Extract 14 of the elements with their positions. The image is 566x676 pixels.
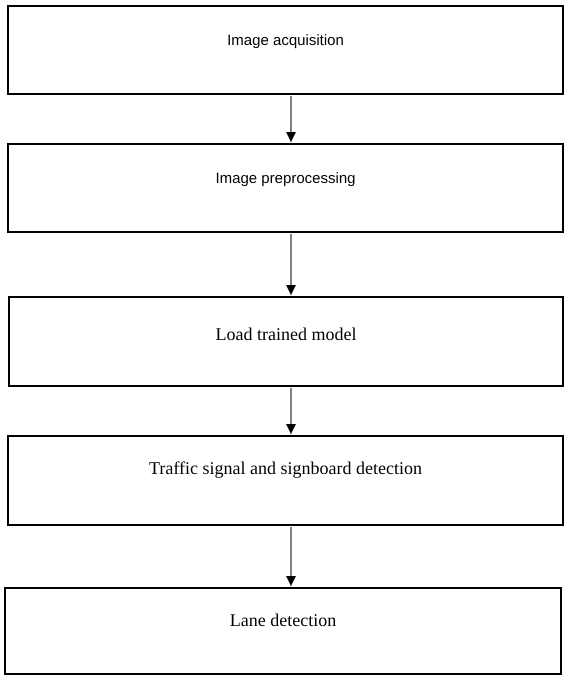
step-label: Traffic signal and signboard detection [149, 457, 422, 480]
process-box [8, 296, 564, 387]
step-label: Load trained model [216, 323, 356, 346]
process-box [7, 5, 564, 95]
step-label: Image acquisition [227, 32, 344, 51]
arrow [286, 526, 296, 586]
step-label: Lane detection [230, 609, 336, 632]
arrow [286, 388, 296, 434]
arrow [286, 96, 296, 142]
process-box [4, 587, 562, 675]
process-box [7, 435, 564, 526]
process-box [7, 143, 564, 233]
step-label: Image preprocessing [215, 170, 356, 189]
arrow [286, 234, 296, 296]
